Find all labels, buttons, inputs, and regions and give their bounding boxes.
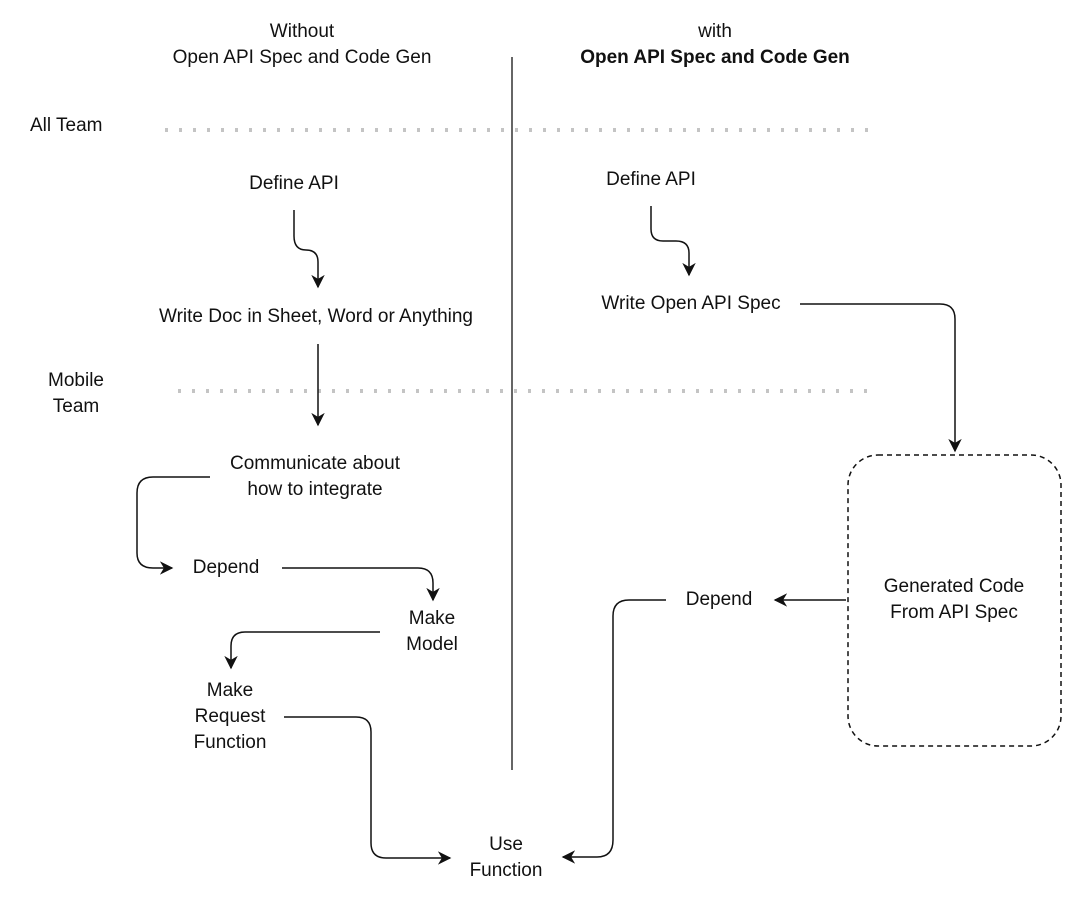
generated-code-box[interactable]: [847, 454, 1062, 747]
mobile-team-lane-label-line2: Team: [52, 396, 100, 417]
arrow-write-spec-to-generated-code: [800, 303, 962, 453]
right-write-spec-node[interactable]: Write Open API Spec: [601, 293, 781, 314]
right-column-header-line1: with: [698, 21, 732, 42]
left-make-model-node-line2: Model: [406, 634, 458, 655]
left-make-model-node-line1: Make: [408, 608, 456, 629]
right-column-header: with Open API Spec and Code Gen: [580, 19, 850, 71]
generated-code-label: Generated Code From API Spec: [884, 574, 1025, 626]
right-column-header-line2: Open API Spec and Code Gen: [580, 47, 850, 68]
generated-code-label-line1: Generated Code: [883, 576, 1025, 597]
mobile-team-lane-label: Mobile Team: [48, 368, 104, 420]
left-write-doc-node[interactable]: Write Doc in Sheet, Word or Anything: [158, 306, 474, 327]
use-function-node[interactable]: Use Function: [470, 832, 543, 884]
all-team-lane-label: All Team: [30, 115, 103, 136]
left-column-header: Without Open API Spec and Code Gen: [173, 19, 432, 71]
left-column-header-line2: Open API Spec and Code Gen: [172, 47, 432, 68]
left-communicate-node[interactable]: Communicate about how to integrate: [230, 451, 400, 503]
generated-code-label-line2: From API Spec: [890, 602, 1018, 623]
right-depend-node[interactable]: Depend: [685, 589, 753, 610]
arrow-make-request-to-use-function: [284, 716, 452, 865]
arrow-communicate-to-depend: [136, 476, 210, 575]
left-make-request-node-line2: Request: [194, 706, 266, 727]
left-depend-node[interactable]: Depend: [192, 557, 260, 578]
left-column-header-line1: Without: [269, 21, 335, 42]
mobile-team-lane-label-line1: Mobile: [48, 370, 104, 391]
left-make-request-node[interactable]: Make Request Function: [194, 678, 267, 756]
arrow-depend-to-make-model: [282, 567, 440, 602]
left-make-request-node-line3: Function: [193, 732, 267, 753]
left-make-model-node[interactable]: Make Model: [406, 606, 458, 658]
left-communicate-node-line2: how to integrate: [247, 479, 383, 500]
right-define-api-node[interactable]: Define API: [606, 169, 696, 190]
arrow-make-model-to-make-request: [224, 631, 380, 670]
arrow-depend-to-use-function: [561, 599, 666, 864]
left-define-api-node[interactable]: Define API: [249, 173, 339, 194]
arrow-define-to-write-doc: [293, 210, 325, 289]
arrow-define-to-write-spec: [650, 206, 696, 277]
use-function-node-line2: Function: [469, 860, 543, 881]
left-make-request-node-line1: Make: [206, 680, 254, 701]
left-communicate-node-line1: Communicate about: [229, 453, 401, 474]
use-function-node-line1: Use: [489, 834, 523, 855]
